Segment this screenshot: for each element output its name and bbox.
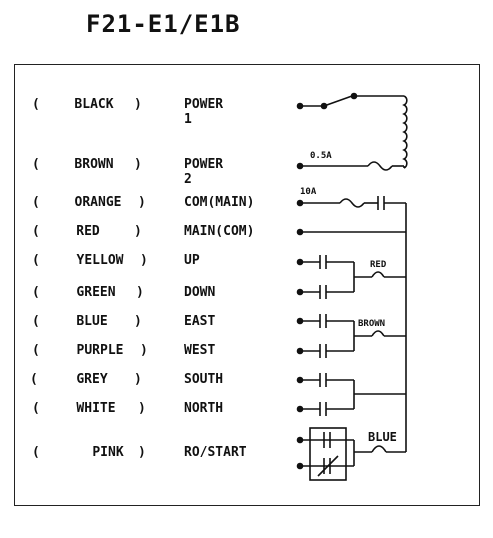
open-paren: (: [32, 195, 40, 210]
wire-function: EAST: [184, 314, 216, 329]
open-paren: (: [32, 97, 40, 112]
close-paren: ): [138, 195, 146, 210]
open-paren: (: [32, 314, 40, 329]
wire-color: BLACK: [74, 97, 114, 112]
wire-color: YELLOW: [76, 253, 124, 268]
close-paren: ): [134, 157, 142, 172]
wiring-frame: [14, 64, 480, 506]
close-paren: ): [134, 224, 142, 239]
fuse-icon: [367, 161, 393, 171]
wire-color: GREY: [76, 372, 108, 387]
close-paren: ): [136, 285, 144, 300]
switch-blade: [323, 95, 353, 107]
open-paren: (: [30, 372, 38, 387]
wire-color: WHITE: [76, 401, 116, 416]
fuse-icon: [339, 198, 365, 208]
wire-function: DOWN: [184, 285, 216, 300]
wire-color: PINK: [92, 445, 124, 460]
close-paren: ): [134, 372, 142, 387]
wire-function: UP: [184, 253, 200, 268]
coil-icon: [402, 95, 408, 169]
start-relay-box: [309, 427, 347, 481]
fuse-label: 0.5A: [310, 151, 332, 161]
wire-function: MAIN(COM): [184, 224, 255, 239]
coil-label: RED: [370, 260, 387, 270]
coil-label: BLUE: [368, 430, 397, 444]
open-paren: (: [32, 224, 40, 239]
wire-function: POWER 1: [184, 97, 224, 127]
wire-function: RO/START: [184, 445, 247, 460]
diagram-title: F21-E1/E1B: [86, 10, 241, 38]
open-paren: (: [32, 285, 40, 300]
fuse-label: 10A: [300, 187, 317, 197]
wire-function: WEST: [184, 343, 216, 358]
close-paren: ): [134, 97, 142, 112]
close-paren: ): [140, 253, 148, 268]
open-paren: (: [32, 343, 40, 358]
wire-color: RED: [76, 224, 100, 239]
wire-function: COM(MAIN): [184, 195, 255, 210]
wire-function: POWER 2: [184, 157, 224, 187]
wire-color: BLUE: [76, 314, 108, 329]
close-paren: ): [138, 401, 146, 416]
wire-function: SOUTH: [184, 372, 224, 387]
coil-icon: [371, 445, 387, 453]
terminal-dot: [296, 228, 304, 236]
open-paren: (: [32, 253, 40, 268]
coil-icon: [371, 271, 385, 278]
open-paren: (: [32, 157, 40, 172]
wire-color: ORANGE: [74, 195, 122, 210]
close-paren: ): [140, 343, 148, 358]
coil-icon: [371, 330, 385, 337]
wire-color: PURPLE: [76, 343, 124, 358]
wire-color: GREEN: [76, 285, 116, 300]
wire-color: BROWN: [74, 157, 114, 172]
terminal-dot: [296, 102, 304, 110]
close-paren: ): [138, 445, 146, 460]
wire-function: NORTH: [184, 401, 224, 416]
terminal-dot: [296, 199, 304, 207]
open-paren: (: [32, 401, 40, 416]
close-paren: ): [134, 314, 142, 329]
coil-label: BROWN: [358, 319, 385, 329]
open-paren: (: [32, 445, 40, 460]
terminal-dot: [296, 162, 304, 170]
